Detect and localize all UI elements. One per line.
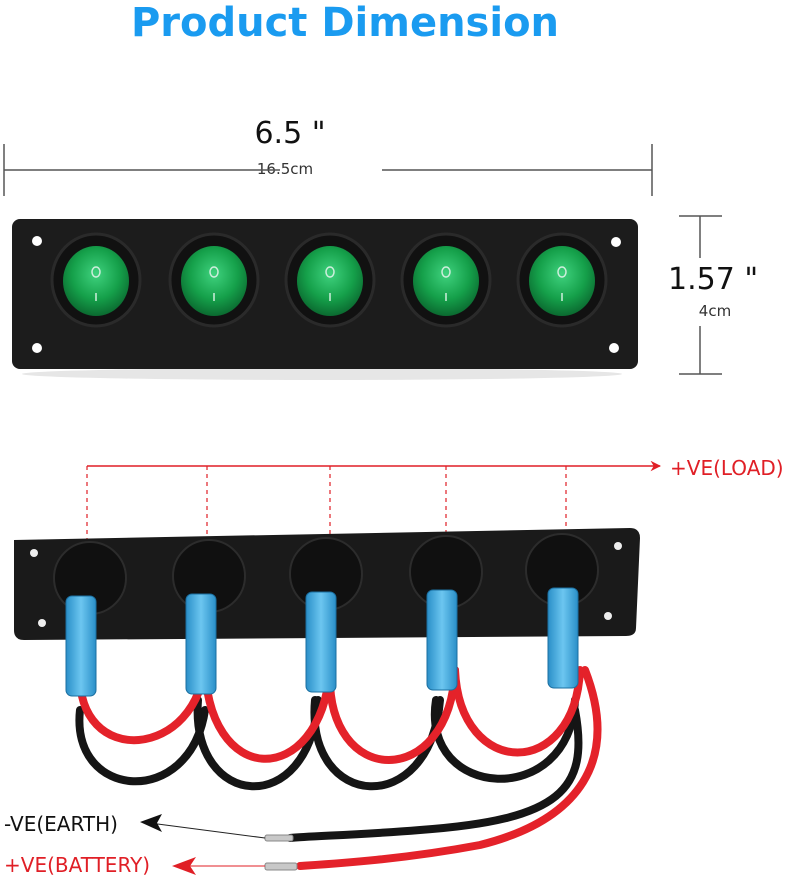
earth-arrow [140,814,266,839]
earth-label: -VE(EARTH) [4,812,118,836]
positive-wires [75,656,602,870]
width-dimension-line [3,144,653,196]
height-inches-label: 1.57 " [668,262,759,297]
rocker-switch-4 [400,232,492,328]
battery-arrow [172,857,265,875]
rocker-switch-2 [168,232,260,328]
width-cm-label: 16.5cm [256,160,314,178]
battery-label: +VE(BATTERY) [4,853,151,877]
page-title: Product Dimension [130,0,560,46]
rocker-switch-5 [516,232,608,328]
rocker-switch-1 [50,232,142,328]
width-inches-label: 6.5 " [254,116,326,151]
rocker-switch-3 [284,232,376,328]
height-cm-label: 4cm [698,302,732,320]
switch-panel-front [12,219,638,380]
blue-connectors [65,587,579,697]
height-dimension-line [679,215,722,375]
wire-terminals [264,834,298,871]
load-label: +VE(LOAD) [670,456,784,480]
